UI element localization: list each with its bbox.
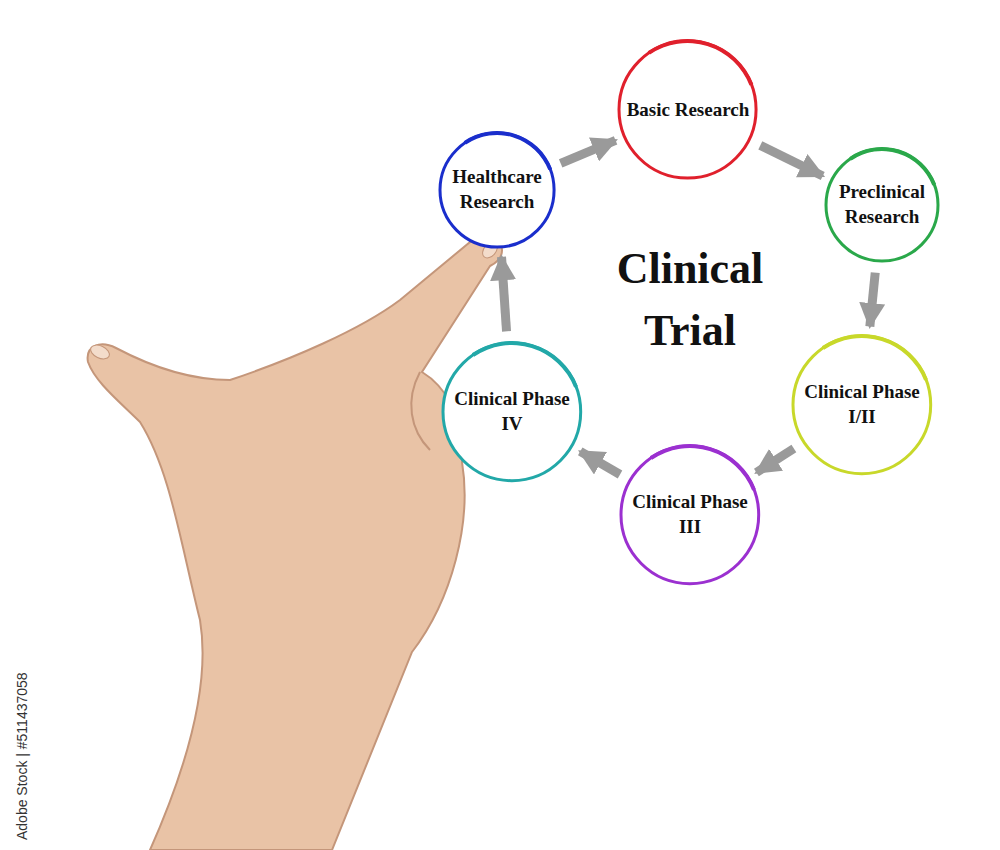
circle-outline <box>441 341 583 483</box>
circle-outline <box>791 334 933 476</box>
flow-arrow <box>580 451 620 474</box>
flow-arrow <box>760 145 822 176</box>
circle-outline <box>619 444 761 586</box>
watermark: Adobe Stock | #511437058 <box>14 672 30 840</box>
circle-outline <box>824 147 940 263</box>
flow-arrow <box>756 449 793 473</box>
circle-label: Basic Research <box>623 98 753 123</box>
diagram-title: Clinical Trial <box>590 238 790 361</box>
flow-arrow <box>561 140 616 163</box>
phase-circle: Clinical Phase I/II <box>791 334 933 476</box>
circle-label: Preclinical Research <box>824 180 940 229</box>
circle-label: Healthcare Research <box>438 165 556 214</box>
circle-outline <box>438 131 556 249</box>
circle-label: Clinical Phase I/II <box>797 380 927 429</box>
phase-circle: Clinical Phase IV <box>441 341 583 483</box>
knuckle-crease <box>411 372 430 450</box>
thumb-nail <box>88 342 111 361</box>
circle-label: Clinical Phase III <box>625 490 755 539</box>
circle-label: Clinical Phase IV <box>447 387 577 436</box>
phase-circle: Healthcare Research <box>438 131 556 249</box>
phase-circle: Basic Research <box>617 39 758 180</box>
phase-circle: Clinical Phase III <box>619 444 761 586</box>
flow-arrow <box>502 257 507 331</box>
pointing-hand <box>88 235 502 850</box>
flow-arrow <box>870 273 875 327</box>
phase-circle: Preclinical Research <box>824 147 940 263</box>
